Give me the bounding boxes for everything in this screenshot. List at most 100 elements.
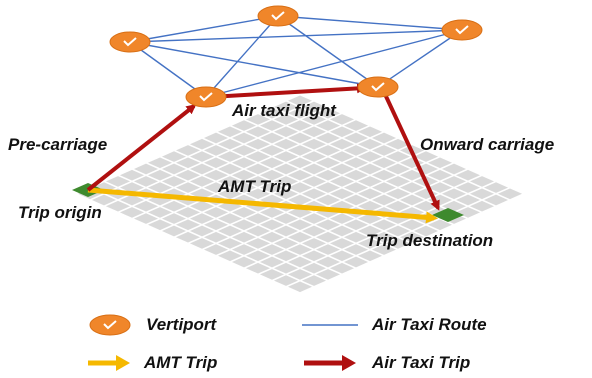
- grid-tile: [231, 132, 257, 144]
- grid-tile: [343, 244, 369, 255]
- grid-tile: [273, 176, 299, 187]
- grid-tile: [329, 200, 355, 212]
- grid-tile: [231, 207, 257, 218]
- grid-tile: [273, 114, 299, 125]
- grid-tile: [105, 176, 131, 187]
- legend-label: Vertiport: [146, 315, 217, 334]
- grid-tile: [231, 157, 257, 169]
- grid-tile: [343, 120, 369, 131]
- grid-tile: [399, 207, 425, 218]
- legend-label: AMT Trip: [144, 353, 218, 372]
- grid-tile: [217, 138, 243, 150]
- grid-tile: [329, 213, 355, 224]
- grid-tile: [161, 200, 187, 212]
- grid-tile: [343, 219, 369, 231]
- grid-tile: [245, 262, 271, 274]
- grid-tile: [371, 244, 397, 255]
- grid-tile: [315, 219, 341, 231]
- grid-tile: [385, 200, 411, 212]
- grid-tile: [217, 151, 243, 162]
- grid-tile: [175, 207, 201, 218]
- route-line: [129, 41, 207, 98]
- grid-tile: [301, 101, 327, 113]
- grid-tile: [427, 157, 453, 169]
- grid-tile: [343, 145, 369, 156]
- grid-tile: [343, 256, 369, 268]
- grid-tile: [189, 163, 215, 175]
- pre-carriage-label: Pre-carriage: [8, 135, 107, 154]
- grid-tile: [385, 151, 411, 162]
- grid-tile: [217, 250, 243, 262]
- grid-tile: [175, 145, 201, 156]
- grid-tile: [329, 250, 355, 262]
- grid-tile: [161, 163, 187, 175]
- grid-tile: [231, 219, 257, 231]
- grid-tile: [147, 169, 173, 181]
- grid-tile: [287, 107, 313, 119]
- grid-tile: [483, 194, 509, 206]
- route-line: [129, 29, 463, 43]
- grid-tile: [273, 163, 299, 175]
- grid-tile: [343, 194, 369, 206]
- grid-tile: [245, 176, 271, 187]
- grid-tile: [119, 182, 145, 193]
- grid-tile: [301, 213, 327, 224]
- grid-tile: [231, 231, 257, 243]
- grid-tile: [385, 138, 411, 150]
- grid-tile: [385, 225, 411, 237]
- grid-tile: [315, 207, 341, 218]
- grid-tile: [441, 176, 467, 187]
- grid-tile: [259, 207, 285, 218]
- grid-tile: [371, 231, 397, 243]
- grid-tile: [441, 163, 467, 175]
- vertiport-icon: [185, 86, 227, 108]
- grid-tile: [343, 231, 369, 243]
- grid-tile: [189, 176, 215, 187]
- legend-label: Air Taxi Route: [372, 315, 487, 334]
- grid-tile: [259, 169, 285, 181]
- grid-tile: [245, 250, 271, 262]
- grid-tile: [175, 157, 201, 169]
- legend-item-amt-trip: AMT Trip: [86, 352, 217, 374]
- grid-tile: [259, 107, 285, 119]
- grid-tile: [301, 138, 327, 150]
- grid-tile: [245, 163, 271, 175]
- grid-tile: [133, 200, 159, 212]
- grid-tile: [301, 114, 327, 125]
- grid-tile: [469, 188, 495, 200]
- grid-tile: [301, 275, 327, 286]
- grid-tile: [315, 120, 341, 131]
- grid-tile: [245, 138, 271, 150]
- grid-tile: [259, 145, 285, 156]
- grid-tile: [203, 169, 229, 181]
- vertiport-icon: [441, 19, 483, 41]
- grid-tile: [315, 244, 341, 255]
- grid-tile: [287, 120, 313, 131]
- grid-tile: [273, 213, 299, 224]
- grid-tile: [287, 132, 313, 144]
- grid-tile: [329, 138, 355, 150]
- air-taxi-flight-arrow: [209, 83, 367, 99]
- grid-tile: [301, 188, 327, 200]
- air-taxi-flight-label: Air taxi flight: [231, 101, 337, 120]
- grid-tile: [273, 225, 299, 237]
- grid-tile: [301, 126, 327, 138]
- grid-tile: [245, 225, 271, 237]
- grid-tile: [469, 176, 495, 187]
- grid-tile: [315, 132, 341, 144]
- grid-tile: [245, 126, 271, 138]
- grid-tile: [455, 169, 481, 181]
- grid-tile: [315, 157, 341, 169]
- grid-tile: [119, 169, 145, 181]
- grid-tile: [287, 281, 313, 293]
- grid-tile: [497, 188, 523, 200]
- grid-tile: [329, 176, 355, 187]
- grid-tile: [399, 219, 425, 231]
- grid-tile: [273, 188, 299, 200]
- grid-tile: [287, 244, 313, 255]
- grid-tile: [287, 145, 313, 156]
- grid-tile: [203, 157, 229, 169]
- grid-tile: [301, 163, 327, 175]
- grid-tile: [315, 194, 341, 206]
